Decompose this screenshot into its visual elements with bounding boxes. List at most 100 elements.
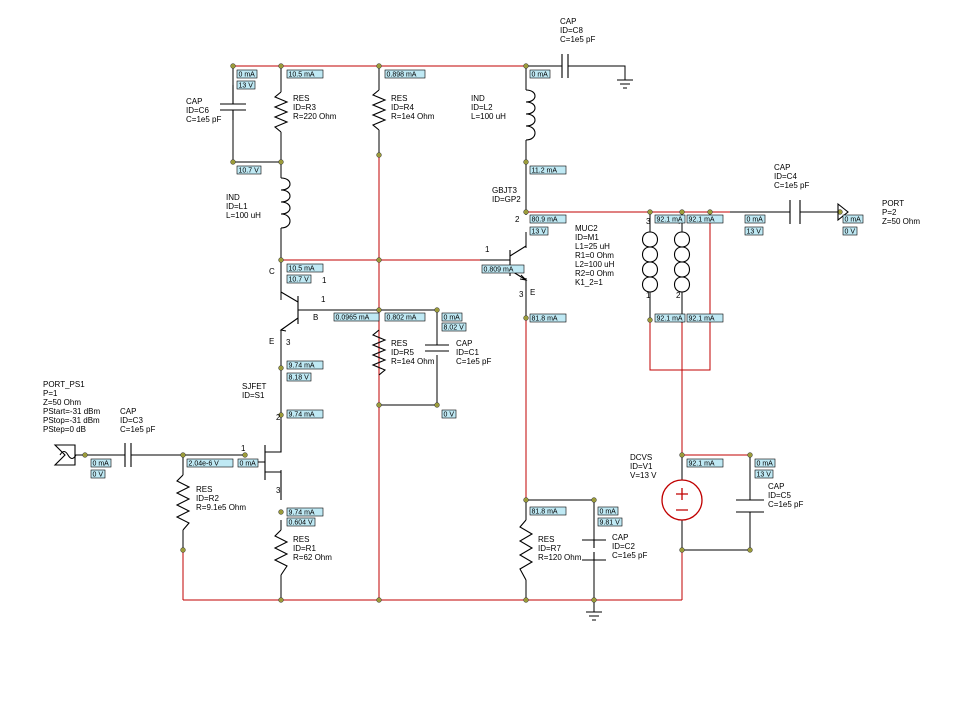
annotation-text: 11.2 mA [532,168,558,175]
annotation-text: 0.0965 mA [336,315,370,322]
annotation-a13: 13 V [744,226,764,236]
pin-3a: 3 [286,338,291,347]
transformer-m1-symbol[interactable] [641,231,691,293]
annotation-text: 92.1 mA [689,217,715,224]
pin-e2: E [530,288,535,297]
annotation-a10: 92.1 mA [654,214,686,224]
annotation-a32: 2.04e-6 V [186,458,234,468]
annotation-a26: 9.74 mA [286,360,324,370]
annotation-a12: 0 mA [744,214,766,224]
pin-2b: 2 [276,413,281,422]
annotation-a9: 13 V [529,226,549,236]
capacitor-c5-symbol[interactable] [736,499,764,513]
annotation-a3: 10.5 mA [286,69,324,79]
annotation-text: 0 mA [600,509,617,516]
annotation-a6: 10.7 V [236,165,262,175]
annotation-a1: 0 mA [236,69,258,79]
annotation-text: 0 V [845,229,856,236]
capacitor-c3-symbol[interactable] [124,443,145,467]
annotation-text: 13 V [532,229,547,236]
annotation-a24: 92.1 mA [654,313,686,323]
annotation-a15: 0 V [842,226,858,236]
port-ps1-symbol[interactable] [53,444,77,466]
pin-e: E [269,337,274,346]
annotation-text: 92.1 mA [689,461,715,468]
annotation-a5: 0 mA [529,69,551,79]
annotation-text: 0 V [93,472,104,479]
pin-c: C [269,267,275,276]
capacitor-c2-symbol[interactable] [582,539,606,561]
annotation-text: 8.02 V [444,325,465,332]
capacitor-c8-symbol[interactable] [561,54,582,78]
annotation-text: 9.81 V [600,520,621,527]
capacitor-c6-symbol[interactable] [220,85,246,120]
resistor-r2-symbol[interactable] [175,474,191,531]
annotation-a19: 0.0965 mA [333,312,380,322]
annotation-a23: 81.8 mA [529,313,567,323]
annotation-text: 10.5 mA [289,72,315,79]
bjt-q1-symbol[interactable] [279,291,306,332]
annotation-a21: 0 mA [441,312,463,322]
annotation-a7: 11.2 mA [529,165,567,175]
resistor-r5-symbol[interactable] [371,329,387,376]
annotation-text: 0 mA [444,315,461,322]
resistor-r3-symbol[interactable] [273,91,289,133]
dcvs-v1-symbol[interactable] [661,479,703,521]
annotation-a36: 13 V [754,469,774,479]
annotation-a25: 92.1 mA [686,313,724,323]
pin-1b: 1 [321,295,326,304]
annotation-text: 10.7 V [239,168,260,175]
bjt-gp2-symbol[interactable] [480,245,528,281]
annotation-text: 0 mA [239,72,256,79]
annotation-text: 0 mA [757,461,774,468]
annotation-text: 13 V [757,472,772,479]
pin-3b: 3 [519,290,524,299]
resistor-r4-symbol[interactable] [371,89,387,131]
ground-c2-symbol [586,611,602,621]
annotation-a30: 0 mA [90,458,112,468]
pin-1c: 1 [485,245,490,254]
capacitor-c4-symbol[interactable] [789,200,801,224]
pin-1m: 1 [646,291,651,300]
inductor-l2-symbol[interactable] [525,89,536,141]
annotation-a27: 8.18 V [286,372,312,382]
annotation-text: 92.1 mA [657,316,683,323]
annotation-text: 81.8 mA [532,316,558,323]
annotation-a34: 92.1 mA [686,458,724,468]
pin-3m: 3 [646,217,651,226]
wires [75,65,838,612]
annotation-a17: 10.7 V [286,274,312,284]
pin-3c: 3 [276,486,281,495]
annotation-text: 9.74 mA [289,363,315,370]
annotation-a16: 10.5 mA [286,263,324,273]
resistor-r7-symbol[interactable] [518,519,534,581]
annotation-text: 92.1 mA [657,217,683,224]
annotation-a33: 0 mA [237,458,259,468]
annotation-a2: 13 V [236,80,256,90]
annotation-text: 13 V [747,229,762,236]
annotation-text: 8.18 V [289,375,310,382]
annotation-a39: 81.8 mA [529,506,567,516]
inductor-l1-symbol[interactable] [280,177,291,229]
resistor-r1-symbol[interactable] [273,529,289,576]
annotation-a8: 80.9 mA [529,214,567,224]
annotation-text: 0.898 mA [387,72,417,79]
capacitor-c1-symbol[interactable] [425,344,449,352]
annotation-a18: 0.809 mA [481,264,525,274]
pin-b: B [313,313,318,322]
annotation-a41: 9.81 V [597,517,623,527]
annotation-text: 9.74 mA [289,510,315,517]
